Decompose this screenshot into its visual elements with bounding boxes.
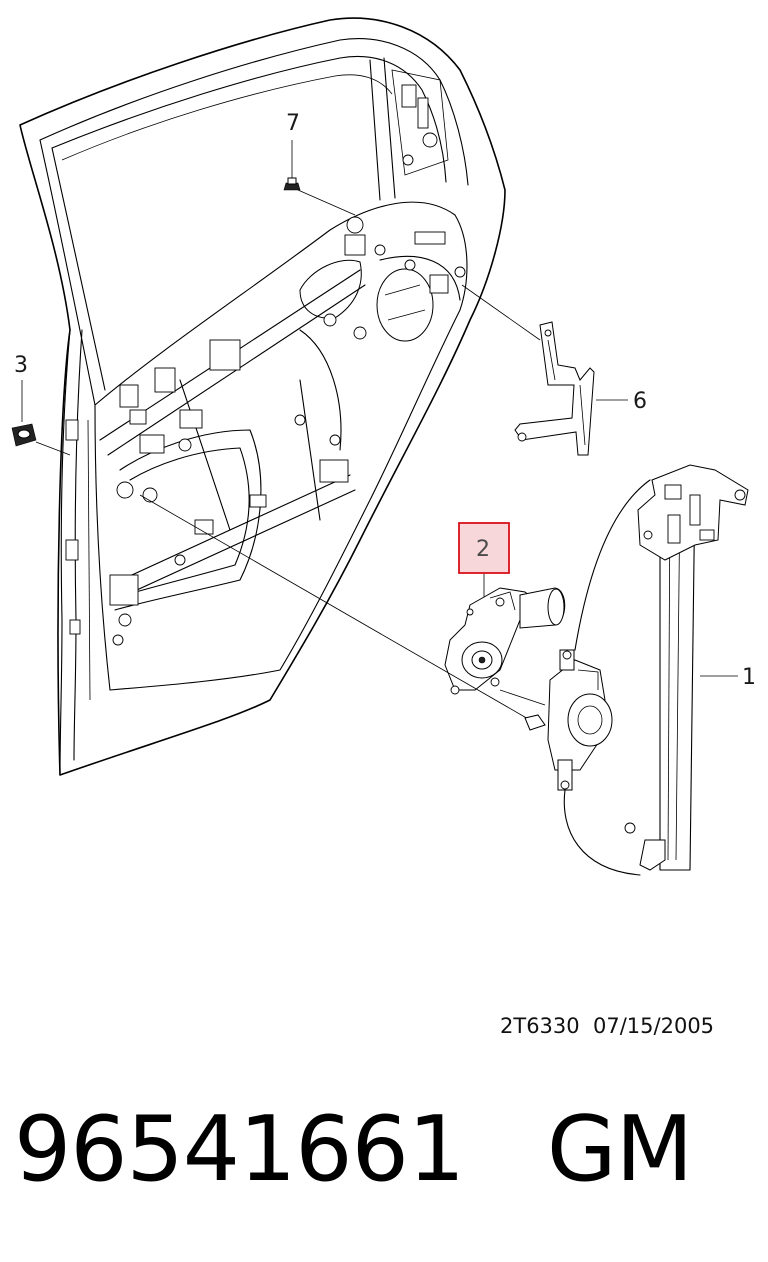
part-6-bracket bbox=[461, 284, 628, 456]
callout-3: 3 bbox=[14, 353, 28, 378]
rear-door-shell bbox=[19, 17, 506, 776]
callout-7: 7 bbox=[286, 111, 300, 136]
callout-2-highlight[interactable]: 2 bbox=[458, 522, 510, 574]
highlight-box bbox=[458, 522, 510, 574]
callout-6: 6 bbox=[633, 389, 647, 414]
drawing-date: 07/15/2005 bbox=[593, 1014, 715, 1038]
regulator-motor-drive bbox=[547, 649, 613, 791]
part-2-window-motor bbox=[139, 494, 566, 731]
brand-name: GM bbox=[546, 1097, 693, 1202]
part-7-bolt bbox=[283, 140, 356, 216]
part-number: 96541661 bbox=[14, 1097, 465, 1202]
part-number-label: 96541661 GM bbox=[14, 1097, 693, 1202]
part-1-window-regulator bbox=[563, 464, 749, 876]
part-3-nut bbox=[11, 380, 71, 456]
drawing-reference: 2T6330 07/15/2005 bbox=[500, 1014, 714, 1038]
drawing-code: 2T6330 bbox=[500, 1014, 580, 1038]
callout-1: 1 bbox=[742, 665, 756, 690]
callout-2: 2 bbox=[476, 537, 490, 562]
